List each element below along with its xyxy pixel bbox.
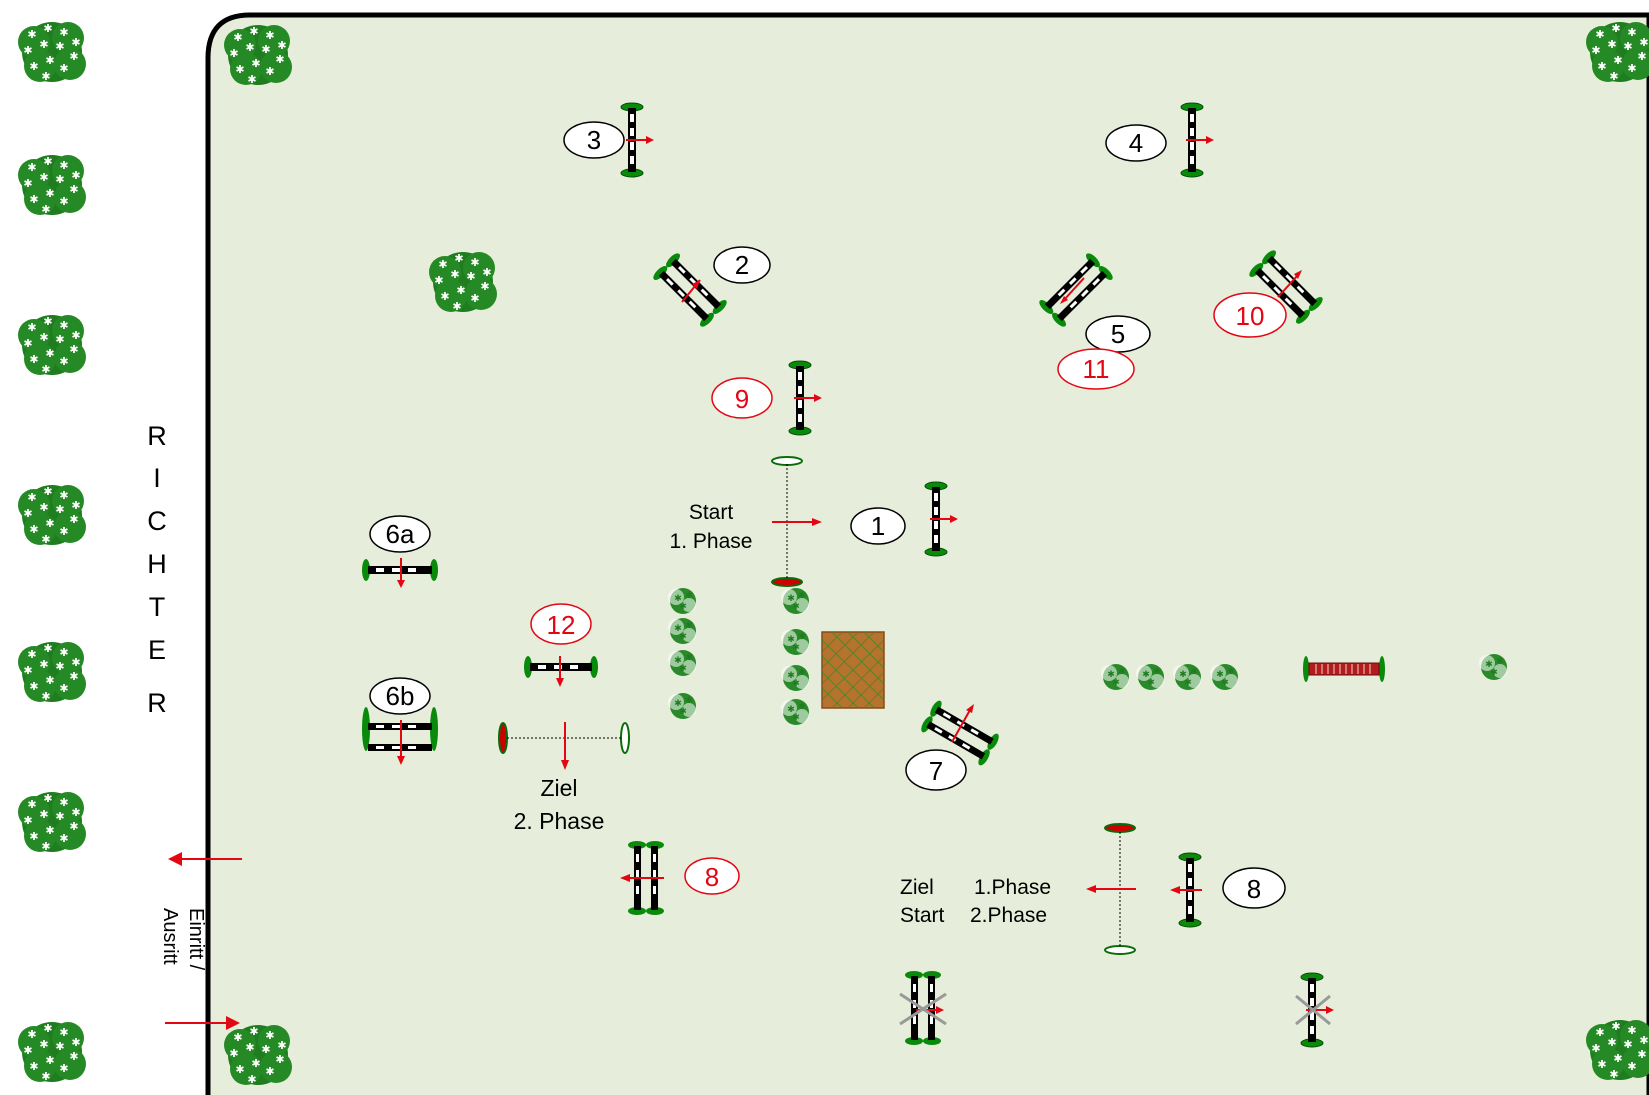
judge-letter: R (147, 421, 167, 451)
tree-icon (18, 642, 86, 703)
judge-letter: T (149, 592, 166, 622)
obstacle-number: 11 (1083, 354, 1110, 384)
obstacle-number: 6b (386, 681, 415, 711)
obstacle-number: 7 (929, 756, 943, 786)
finish-start-line: Ziel 1.Phase Start 2.Phase (900, 823, 1136, 955)
judge-label: R I C H T E R (147, 421, 167, 718)
finish-line-phase-2: Ziel 2. Phase (498, 722, 630, 834)
judge-letter: I (153, 463, 161, 493)
start-label: Start (900, 904, 945, 927)
judge-letter: H (147, 549, 167, 579)
obstacle-2: 2 (651, 246, 771, 329)
entrance-label-line2: Ausritt (159, 908, 181, 965)
tree-icon (429, 252, 497, 313)
obstacle-number: 4 (1129, 128, 1143, 158)
obstacle-number: 12 (547, 610, 576, 640)
unused-fence-left (899, 971, 947, 1045)
entrance-label-line1: Einritt / (185, 908, 207, 971)
obstacle-9: 8 (620, 841, 740, 915)
start-line-phase-1: Start 1. Phase (670, 456, 822, 587)
tree-icon (18, 485, 86, 546)
phase-label: 2.Phase (970, 904, 1047, 927)
tree-icon (224, 1025, 292, 1086)
tree-icon (224, 25, 292, 86)
obstacle-number: 9 (735, 384, 749, 414)
obstacle-6b: 6b (362, 677, 438, 765)
obstacle-13: 12 (524, 603, 598, 687)
outer-trees (18, 22, 86, 1083)
obstacle-number: 8 (1247, 874, 1261, 904)
tree-icon (1586, 22, 1649, 83)
entry-arrowhead (226, 1016, 240, 1030)
judge-letter: R (147, 688, 167, 718)
obstacle-number: 2 (735, 250, 749, 280)
tree-icon (1586, 1020, 1649, 1081)
finish-label: Ziel (900, 876, 934, 899)
obstacle-11: 10 (1213, 248, 1325, 338)
obstacle-number: 5 (1111, 319, 1125, 349)
judge-letter: C (147, 506, 167, 536)
wall (1303, 656, 1385, 682)
unused-fence-right (1295, 972, 1335, 1048)
obstacle-8: 8 (1170, 852, 1286, 928)
tree-icon (18, 1022, 86, 1083)
start-label: Start (689, 501, 734, 524)
tree-icon (18, 315, 86, 376)
phase-label: 2. Phase (514, 808, 605, 834)
hedges (668, 588, 885, 725)
tree-icon (18, 792, 86, 853)
right-hedges (1101, 654, 1507, 690)
judge-letter: E (148, 635, 166, 665)
obstacle-number: 3 (587, 125, 601, 155)
obstacle-number: 8 (705, 862, 719, 892)
finish-label: Ziel (540, 775, 577, 801)
obstacle-7: 7 (905, 698, 1002, 791)
obstacle-number: 6a (386, 519, 415, 549)
obstacle-6a: 6a (362, 515, 438, 588)
tree-icon (18, 155, 86, 216)
obstacle-3: 3 (563, 102, 655, 178)
obstacle-10: 9 (711, 360, 823, 436)
obstacle-5-12: 5 11 (1037, 251, 1151, 390)
entrance: Einritt / Ausritt (159, 852, 242, 1030)
obstacle-number: 10 (1236, 301, 1265, 331)
exit-arrowhead (168, 852, 182, 866)
phase-label: 1. Phase (670, 530, 753, 553)
obstacle-1: 1 (850, 481, 959, 557)
tree-icon (18, 22, 86, 83)
obstacle-number: 1 (871, 511, 885, 541)
obstacle-4: 4 (1105, 102, 1215, 178)
phase-label: 1.Phase (974, 876, 1051, 899)
